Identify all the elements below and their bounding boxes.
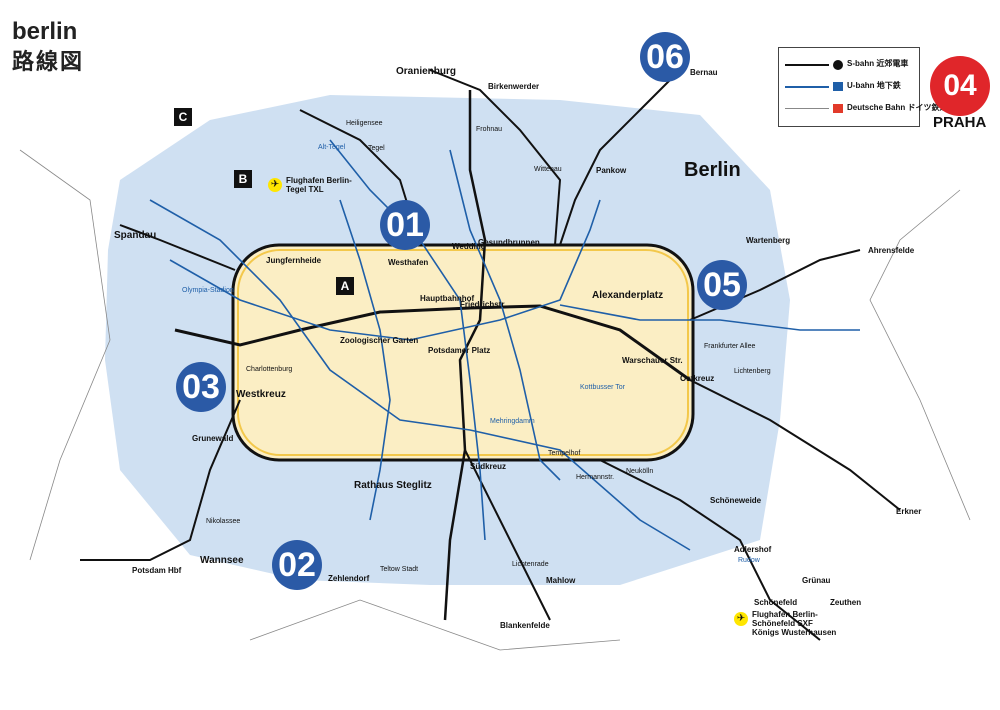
airplane-icon: ✈ [268, 178, 282, 192]
station-label: Zoologischer Garten [340, 336, 419, 345]
station-label: Wannsee [200, 555, 244, 566]
spandau-line [119, 224, 236, 271]
station-label: Erkner [896, 507, 922, 516]
station-label: Heiligensee [346, 120, 383, 127]
db-line-east [869, 189, 971, 521]
station-label: Mahlow [546, 576, 576, 585]
station-label: Potsdamer Platz [428, 346, 491, 355]
station-label: Neukölln [626, 468, 654, 475]
station-label: Zeuthen [830, 598, 862, 607]
schoenefeld-line [599, 459, 821, 641]
map-title-jp: 路線図 [12, 49, 85, 74]
oranienburg-branch [429, 69, 562, 246]
station-label: Bernau [690, 68, 718, 77]
legend-db: Deutsche Bahn ドイツ鉄道 [785, 102, 947, 116]
station-label: Oranienburg [396, 66, 457, 77]
bernau-branch [559, 69, 681, 246]
blankenfelde-line [464, 449, 551, 621]
station-label: Charlottenburg [246, 366, 293, 373]
u5-line [559, 304, 860, 331]
db-line-west [19, 149, 111, 561]
page-number-badge: 04 [930, 56, 990, 116]
station-label: Ahrensfelde [868, 246, 915, 255]
station-label: Wartenberg [746, 236, 791, 245]
station-label: Lichtenberg [734, 368, 771, 375]
station-label: Adlershof [734, 545, 772, 554]
station-label: Hermannstr. [576, 474, 615, 481]
airport-tegel: Flughafen Berlin-Tegel TXL [286, 176, 352, 194]
db-line-south [249, 599, 621, 651]
station-label: Grunewald [192, 434, 234, 443]
airport-schoenefeld: Flughafen Berlin-Schönefeld SXF [752, 610, 818, 628]
station-label: Potsdam Hbf [132, 566, 182, 575]
section-03: 03 [176, 362, 226, 412]
station-label: Südkreuz [470, 462, 507, 471]
station-label: Pankow [596, 166, 627, 175]
zone-c-label: C [174, 108, 192, 126]
legend: S-bahn 近郊電車 U-bahn 地下鉄 Deutsche Bahn ドイツ… [778, 47, 947, 127]
station-label: Schöneweide [710, 496, 762, 505]
station-label: Jungfernheide [266, 256, 322, 265]
station-label: Blankenfelde [500, 621, 550, 630]
section-05: 05 [697, 260, 747, 310]
page-city-label: PRAHA [933, 114, 987, 131]
section-01: 01 [380, 200, 430, 250]
station-label: Warschauer Str. [622, 356, 683, 365]
station-label: Kottbusser Tor [580, 384, 626, 391]
station-label: Lichtenrade [512, 561, 549, 568]
db-icon [833, 104, 843, 113]
station-label: Friedrichstr. [460, 300, 507, 309]
station-label: Teltow Stadt [380, 566, 419, 573]
north-south-line [443, 90, 487, 621]
station-label: Frankfurter Allee [704, 343, 756, 350]
u7-line [149, 199, 691, 551]
city-label: Berlin [684, 159, 741, 181]
airplane-icon: ✈ [734, 612, 748, 626]
station-label: Schönefeld [754, 598, 798, 607]
legend-ubahn: U-bahn 地下鉄 [785, 80, 917, 94]
station-label: Wedding [452, 242, 486, 251]
wannsee-line [80, 399, 241, 561]
station-label: Alexanderplatz [592, 290, 664, 301]
legend-sbahn: S-bahn 近郊電車 [785, 58, 917, 72]
station-label: Nikolassee [206, 518, 241, 525]
station-label: Birkenwerder [488, 82, 540, 91]
zone-a-label: A [336, 277, 354, 295]
station-label: Zehlendorf [328, 574, 370, 583]
station-label: Mehringdamm [490, 418, 535, 425]
station-label: Westhafen [388, 258, 429, 267]
station-label: Ostkreuz [680, 374, 715, 383]
erkner-line [689, 379, 901, 511]
station-label: Rudow [738, 557, 760, 564]
station-label: Olympia-Stadion [182, 287, 234, 294]
stadtbahn-line [174, 304, 691, 382]
u2-line [169, 199, 601, 341]
station-label: Alt-Tegel [318, 144, 346, 151]
station-label: Spandau [114, 230, 157, 241]
station-label: Königs Wusterhausen [752, 628, 837, 637]
station-label: Tegel [368, 145, 385, 152]
station-label: Westkreuz [236, 389, 286, 400]
section-06: 06 [640, 32, 690, 82]
ubahn-icon [833, 82, 843, 91]
station-label: Wittenau [534, 166, 562, 173]
section-02: 02 [272, 540, 322, 590]
station-label: Gesundbrunnen [478, 238, 540, 247]
station-label: Hauptbahnhof [420, 294, 475, 303]
station-label: Rathaus Steglitz [354, 480, 432, 491]
station-label: Grünau [802, 576, 831, 585]
zone-b-label: B [234, 170, 252, 188]
u9-line [339, 199, 391, 521]
map-title: berlin [12, 18, 78, 45]
sbahn-icon [833, 60, 843, 70]
u8-line [449, 149, 561, 481]
station-label: Frohnau [476, 126, 503, 133]
u6-line [329, 139, 486, 541]
station-label: Tempelhof [548, 450, 581, 457]
